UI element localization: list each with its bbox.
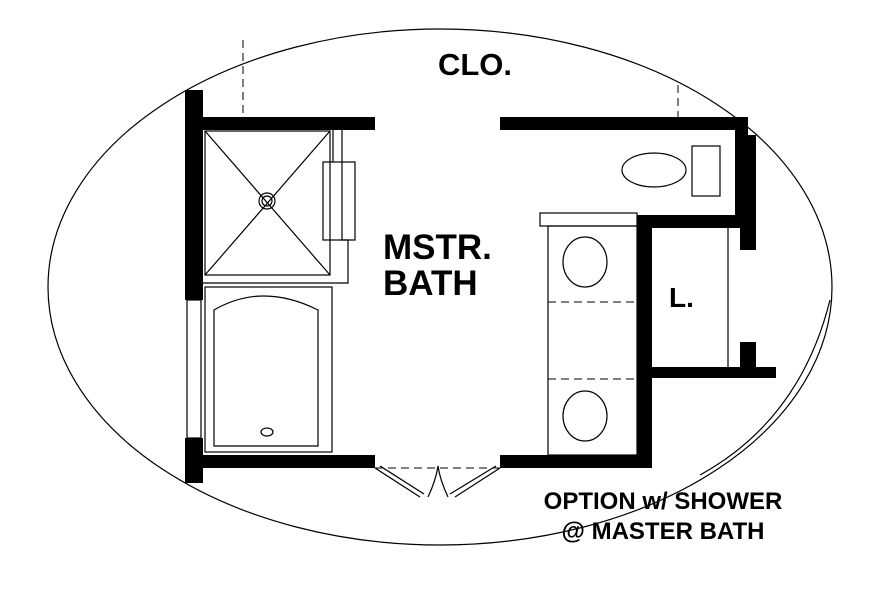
room-label-line1: MSTR. [383, 228, 492, 267]
room-label-line2: BATH [383, 264, 478, 303]
closet-boundary [242, 40, 679, 117]
vanity [539, 212, 638, 456]
toilet [621, 145, 721, 197]
bathtub [204, 286, 333, 453]
callout-ellipse [47, 28, 833, 546]
window [186, 299, 202, 439]
closet-label: CLO. [438, 47, 512, 82]
double-door[interactable] [374, 465, 501, 498]
walls [185, 90, 776, 483]
caption-line2: @ MASTER BATH [562, 518, 765, 545]
shower [203, 130, 356, 284]
caption-line1: OPTION w/ SHOWER [544, 488, 783, 515]
linen-label: L. [669, 282, 694, 313]
